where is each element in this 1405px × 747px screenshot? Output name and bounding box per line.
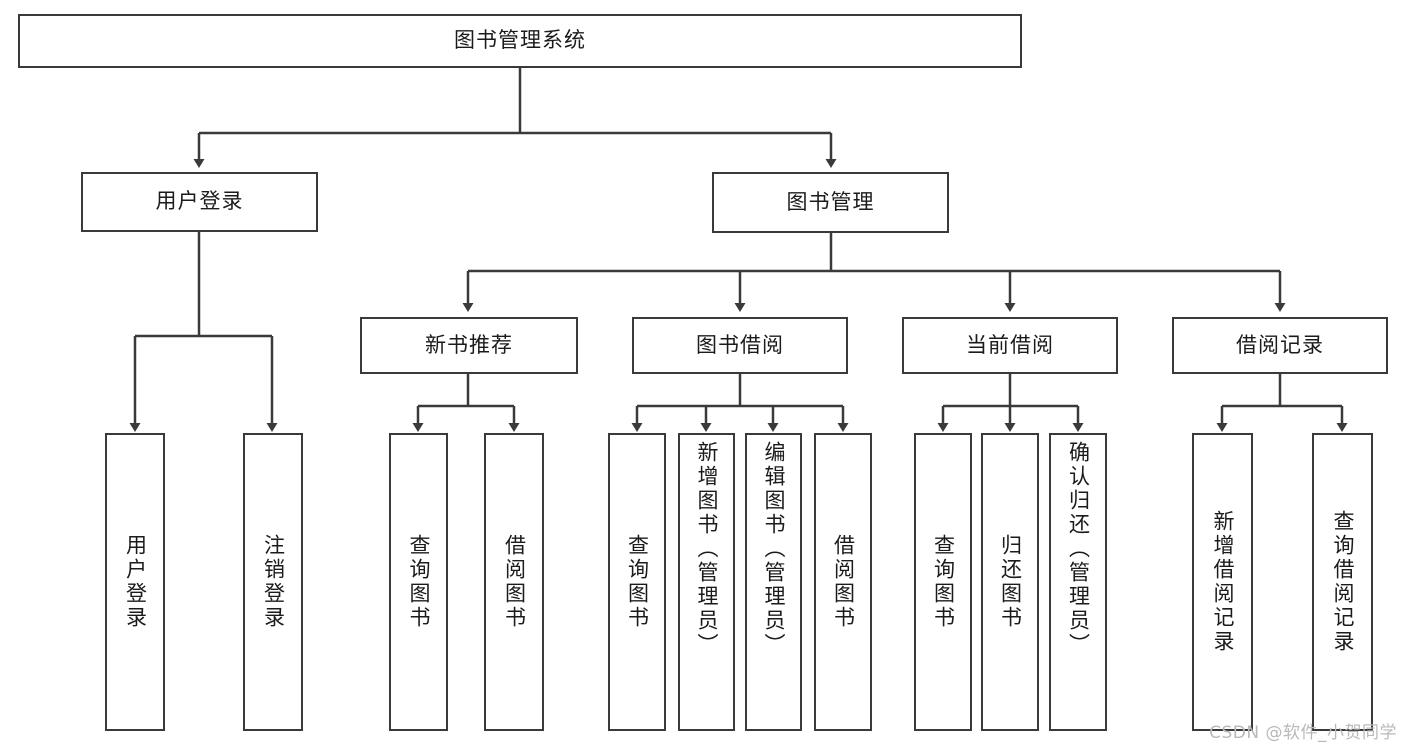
leaf-query-book-1[interactable]: 查询图书 [389,433,448,731]
leaf-confirm-return-admin[interactable]: 确认归还（管理员） [1049,433,1107,731]
leaf-logout-login-label: 注销登录 [261,534,286,630]
node-user-login-label: 用户登录 [155,189,244,214]
node-borrow-record-label: 借阅记录 [1236,332,1324,357]
leaf-add-book-admin-label: 新增图书（管理员） [695,441,720,657]
leaf-edit-book-admin-label: 编辑图书（管理员） [762,441,787,657]
leaf-return-book[interactable]: 归还图书 [981,433,1039,731]
leaf-return-book-label: 归还图书 [998,534,1023,630]
node-root-system[interactable]: 图书管理系统 [18,14,1022,68]
leaf-query-book-3[interactable]: 查询图书 [914,433,972,731]
leaf-query-book-2-label: 查询图书 [625,534,650,630]
csdn-watermark: CSDN @软件_小贺同学 [1209,723,1397,743]
leaf-borrow-book-1[interactable]: 借阅图书 [484,433,544,731]
leaf-query-book-2[interactable]: 查询图书 [608,433,666,731]
leaf-query-borrow-record-label: 查询借阅记录 [1331,510,1356,654]
leaf-borrow-book-2[interactable]: 借阅图书 [814,433,872,731]
leaf-user-login[interactable]: 用户登录 [105,433,165,731]
node-book-manage-label: 图书管理 [786,189,875,214]
leaf-logout-login[interactable]: 注销登录 [243,433,303,731]
node-root-label: 图书管理系统 [454,28,586,53]
leaf-add-borrow-record-label: 新增借阅记录 [1211,510,1236,654]
leaf-user-login-label: 用户登录 [123,534,148,630]
node-new-book-recommend[interactable]: 新书推荐 [360,317,578,374]
leaf-borrow-book-2-label: 借阅图书 [831,534,856,630]
leaf-add-book-admin[interactable]: 新增图书（管理员） [678,433,735,731]
node-user-login[interactable]: 用户登录 [81,172,318,232]
leaf-query-book-1-label: 查询图书 [407,534,432,630]
leaf-query-book-3-label: 查询图书 [931,534,956,630]
node-new-book-recommend-label: 新书推荐 [425,332,513,357]
node-current-borrow-label: 当前借阅 [966,332,1054,357]
leaf-edit-book-admin[interactable]: 编辑图书（管理员） [745,433,802,731]
leaf-borrow-book-1-label: 借阅图书 [502,534,527,630]
node-book-borrow[interactable]: 图书借阅 [632,317,848,374]
node-book-borrow-label: 图书借阅 [696,332,784,357]
leaf-query-borrow-record[interactable]: 查询借阅记录 [1312,433,1373,731]
leaf-confirm-return-admin-label: 确认归还（管理员） [1066,441,1091,657]
node-current-borrow[interactable]: 当前借阅 [902,317,1118,374]
node-borrow-record[interactable]: 借阅记录 [1172,317,1388,374]
leaf-add-borrow-record[interactable]: 新增借阅记录 [1192,433,1253,731]
node-book-manage[interactable]: 图书管理 [712,172,949,233]
